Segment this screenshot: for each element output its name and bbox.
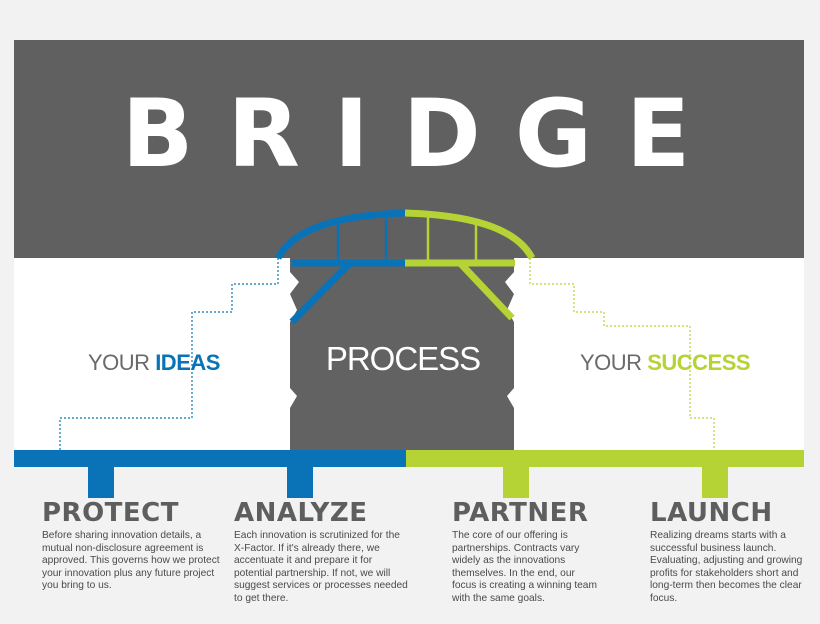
bridge-brace-green bbox=[457, 260, 515, 321]
your-ideas-label: YOUR IDEAS bbox=[88, 350, 220, 376]
step-partner: PARTNER The core of our offering is part… bbox=[452, 500, 602, 606]
title-banner bbox=[14, 40, 804, 258]
step-title: PROTECT bbox=[42, 498, 179, 528]
analyze-peg bbox=[287, 466, 313, 498]
success-highlight: SUCCESS bbox=[647, 350, 751, 375]
step-description: The core of our offering is partnerships… bbox=[452, 530, 597, 604]
step-launch: LAUNCH Realizing dreams starts with a su… bbox=[650, 500, 810, 606]
step-analyze: ANALYZE Each innovation is scrutinized f… bbox=[234, 500, 408, 606]
timeline-bar-green bbox=[406, 450, 804, 467]
bridge-arch-green bbox=[404, 209, 536, 260]
step-protect: PROTECT Before sharing innovation detail… bbox=[42, 500, 220, 593]
bridge-arch-blue bbox=[274, 209, 406, 260]
your-success-label: YOUR SUCCESS bbox=[580, 350, 751, 376]
ideas-highlight: IDEAS bbox=[155, 350, 220, 375]
launch-peg bbox=[702, 466, 728, 498]
process-label: PROCESS bbox=[325, 340, 481, 377]
step-description: Before sharing innovation details, a mut… bbox=[42, 530, 220, 592]
ideas-staircase bbox=[59, 258, 279, 450]
step-description: Realizing dreams starts with a successfu… bbox=[650, 530, 803, 604]
step-title: ANALYZE bbox=[234, 498, 368, 528]
protect-peg bbox=[88, 466, 114, 498]
step-title: PARTNER bbox=[452, 498, 589, 528]
step-title: LAUNCH bbox=[650, 498, 773, 528]
page-title: BRIDGE bbox=[121, 80, 725, 189]
success-staircase bbox=[529, 258, 715, 450]
your-ideas-prefix: YOUR bbox=[88, 350, 156, 375]
step-description: Each innovation is scrutinized for the X… bbox=[234, 530, 408, 604]
partner-peg bbox=[503, 466, 529, 498]
bridge-brace-blue bbox=[289, 260, 353, 325]
your-success-prefix: YOUR bbox=[580, 350, 648, 375]
timeline-bar-blue bbox=[14, 450, 406, 467]
process-pillar bbox=[290, 258, 514, 450]
